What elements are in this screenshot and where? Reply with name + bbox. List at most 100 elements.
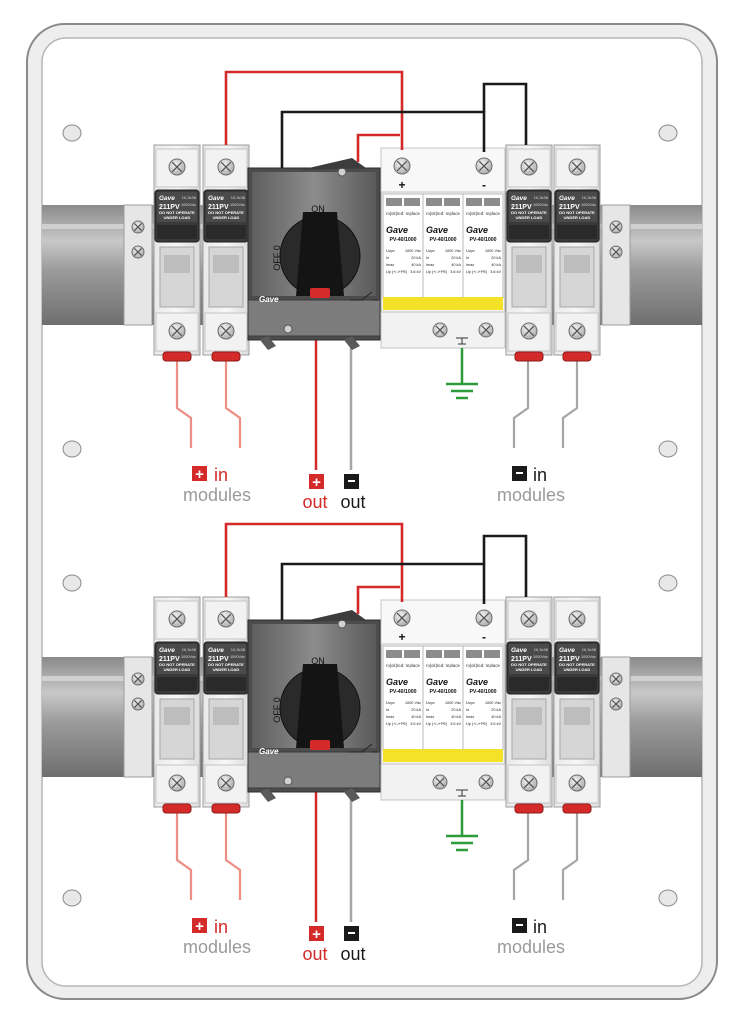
clamp-screw — [609, 220, 623, 234]
breaker-warning-2: UNDER LOAD — [516, 667, 543, 672]
breaker-bottom-screw — [568, 322, 586, 340]
spd-spec-label: Imax — [426, 263, 434, 267]
screw-slot — [220, 777, 232, 789]
spd-spec-value: 3.6 kV — [490, 270, 501, 274]
screw-slot — [481, 777, 491, 787]
spd-model: PV-40/1000 — [469, 237, 496, 243]
spd-pe-screw — [432, 322, 448, 338]
spd-spec-label: Up (+/-/+PE) — [466, 270, 488, 274]
breaker-warning-1: DO NOT OPERATE — [208, 662, 244, 667]
spd-spec-value: 40 kA — [451, 715, 461, 719]
spd-spec-label: Ucpv — [386, 701, 395, 705]
plus-out-badge-glyph: + — [312, 474, 321, 491]
plus-out-label: out — [302, 944, 327, 964]
wire-plus-in-2 — [224, 812, 242, 900]
screw-slot — [523, 161, 535, 173]
wire-red-switch-link — [356, 133, 400, 162]
screw-slot — [133, 247, 143, 257]
breaker-window-inner — [564, 707, 590, 725]
spd-model: PV-40/1000 — [389, 689, 416, 695]
spd-spec-value: 40 kA — [491, 715, 501, 719]
screw-slot — [133, 222, 143, 232]
breaker-top-screw — [520, 610, 538, 628]
breaker-brand: Gave — [208, 195, 224, 202]
spd-spec-label: Imax — [386, 263, 394, 267]
minus-in-label: in — [533, 465, 547, 485]
plus-out-badge — [309, 926, 324, 941]
breaker-voltage: 1000Vdc — [533, 203, 548, 207]
breaker-warning-2: UNDER LOAD — [164, 667, 191, 672]
switch-knob-handle — [296, 212, 344, 296]
switch-symbol — [350, 291, 378, 301]
spd-brand: Gave — [426, 677, 448, 687]
screw-slot — [435, 777, 445, 787]
spd-yellow-band — [423, 297, 463, 310]
screw-slot — [171, 325, 183, 337]
breaker-voltage: 1000Vdc — [230, 655, 245, 659]
breaker-warning-1: DO NOT OPERATE — [511, 662, 547, 667]
breaker-rating: 10,3x38 — [182, 647, 197, 652]
spd-spec-label: Up (+/-/+PE) — [426, 722, 448, 726]
switch-mount-clip-left — [260, 336, 276, 350]
spd-spec-value: 40 kA — [411, 715, 421, 719]
spd-pe-screw — [478, 322, 494, 338]
breaker-model: 211PV — [208, 204, 229, 211]
spd-yellow-band — [463, 297, 503, 310]
breaker-warning-2: UNDER LOAD — [213, 667, 240, 672]
spd-status-text: ro|ok|red: replace — [466, 211, 501, 216]
minus-out-badge-glyph — [348, 932, 355, 934]
wire-minus-in-2 — [561, 360, 579, 448]
breaker-bottom-screw — [520, 774, 538, 792]
switch-brand: Gave — [259, 747, 279, 756]
spd-status-text: ro|ok|red: replace — [386, 211, 421, 216]
spd-brand: Gave — [386, 225, 408, 235]
breaker-red-clip — [514, 803, 544, 814]
wire-plus-in-2 — [224, 360, 242, 448]
breaker-brand: Gave — [559, 647, 575, 654]
clamp-screw — [609, 697, 623, 711]
spd-spec-value: 20 kA — [451, 708, 461, 712]
breaker-red-clip — [211, 351, 241, 362]
breaker-rating: 10,3x38 — [534, 647, 549, 652]
breaker-rating: 10,3x38 — [582, 647, 597, 652]
screw-slot — [571, 161, 583, 173]
spd-status-window — [466, 650, 482, 658]
breaker-fuse-cap — [206, 677, 246, 691]
breaker-brand: Gave — [159, 195, 175, 202]
breaker-fuse-cap — [557, 677, 597, 691]
breaker-bottom-screw — [568, 774, 586, 792]
spd-spec-label: Imax — [466, 715, 474, 719]
breaker-label-panel — [157, 192, 197, 222]
plus-out-badge-glyph: + — [312, 926, 321, 943]
screw-slot — [396, 160, 408, 172]
spd-status-text: ro|ok|red: replace — [466, 663, 501, 668]
switch-mount-clip-right — [344, 788, 360, 802]
screw-slot — [478, 160, 490, 172]
spd-status-window — [426, 198, 442, 206]
minus-out-label: out — [340, 492, 365, 512]
breaker-bottom-screw — [520, 322, 538, 340]
switch-on-label: ON — [311, 656, 325, 666]
clamp-screw — [131, 245, 145, 259]
screw-slot — [133, 674, 143, 684]
screw-slot — [523, 777, 535, 789]
spd-status-window — [426, 650, 442, 658]
switch-off-label: OFF 0 — [272, 245, 282, 271]
breaker-rating: 10,3x38 — [182, 195, 197, 200]
switch-brand: Gave — [259, 295, 279, 304]
spd-spec-value: 40 kA — [411, 263, 421, 267]
screw-slot — [478, 612, 490, 624]
spd-spec-value: 40 kA — [491, 263, 501, 267]
breaker-fuse-cap — [157, 677, 197, 691]
spd-spec-label: Up (+/-/+PE) — [426, 270, 448, 274]
spd-pe-screw — [478, 774, 494, 790]
spd-spec-label: In — [386, 708, 389, 712]
